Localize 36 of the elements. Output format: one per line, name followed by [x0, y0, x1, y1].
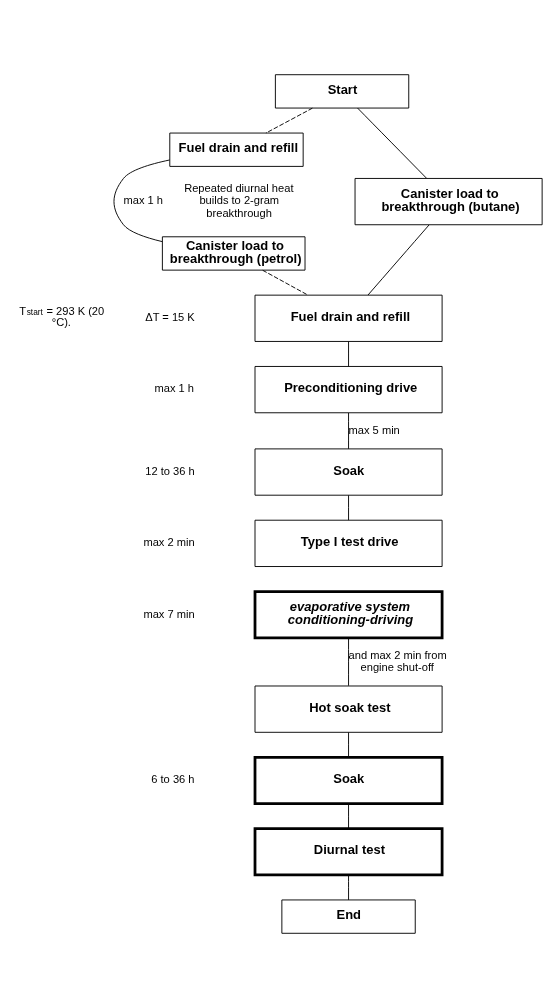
- connector: [357, 107, 427, 179]
- connector: [348, 412, 349, 450]
- node-box: Fuel drain and refill: [169, 132, 304, 167]
- node-box: End: [281, 899, 416, 934]
- label: ΔT = 15 K: [145, 311, 195, 324]
- connector: [348, 341, 349, 367]
- connector: [113, 159, 171, 243]
- node-box: Canister load to breakthrough (petrol): [161, 236, 306, 271]
- connector: [367, 224, 430, 296]
- connector: [348, 731, 349, 758]
- label: 6 to 36 h: [151, 773, 195, 786]
- node-box: Diurnal test: [253, 827, 444, 877]
- connector: [262, 269, 309, 296]
- label: max 7 min: [143, 607, 195, 620]
- label: 12 to 36 h: [145, 464, 195, 477]
- node-box: Hot soak test: [254, 685, 443, 733]
- label: max 1 h: [154, 382, 195, 395]
- connector: [348, 803, 349, 829]
- edge-label: max 1 h: [123, 194, 164, 207]
- label: max 2 min: [143, 536, 195, 549]
- node-box: Soak: [253, 755, 444, 805]
- edge-label: and max 2 min from engine shut-off: [348, 648, 447, 673]
- connector: [348, 874, 349, 901]
- node-box: Canister load to breakthrough (butane): [354, 177, 543, 226]
- edge-label: max 5 min: [348, 423, 400, 436]
- connector: [348, 637, 349, 687]
- label: Repeated diurnal heat builds to 2-gram breakthrough: [184, 182, 294, 219]
- node-box: Type I test drive: [254, 519, 443, 567]
- node-box: Start: [274, 74, 410, 109]
- connector: [265, 107, 313, 134]
- label: Tstart = 293 K (20 °C).: [19, 305, 105, 329]
- node-box: Soak: [254, 448, 443, 496]
- node-box: Preconditioning drive: [254, 366, 443, 414]
- node-box: evaporative system conditioning-driving: [253, 590, 444, 640]
- node-box: Fuel drain and refill: [254, 294, 443, 342]
- connector: [348, 494, 349, 521]
